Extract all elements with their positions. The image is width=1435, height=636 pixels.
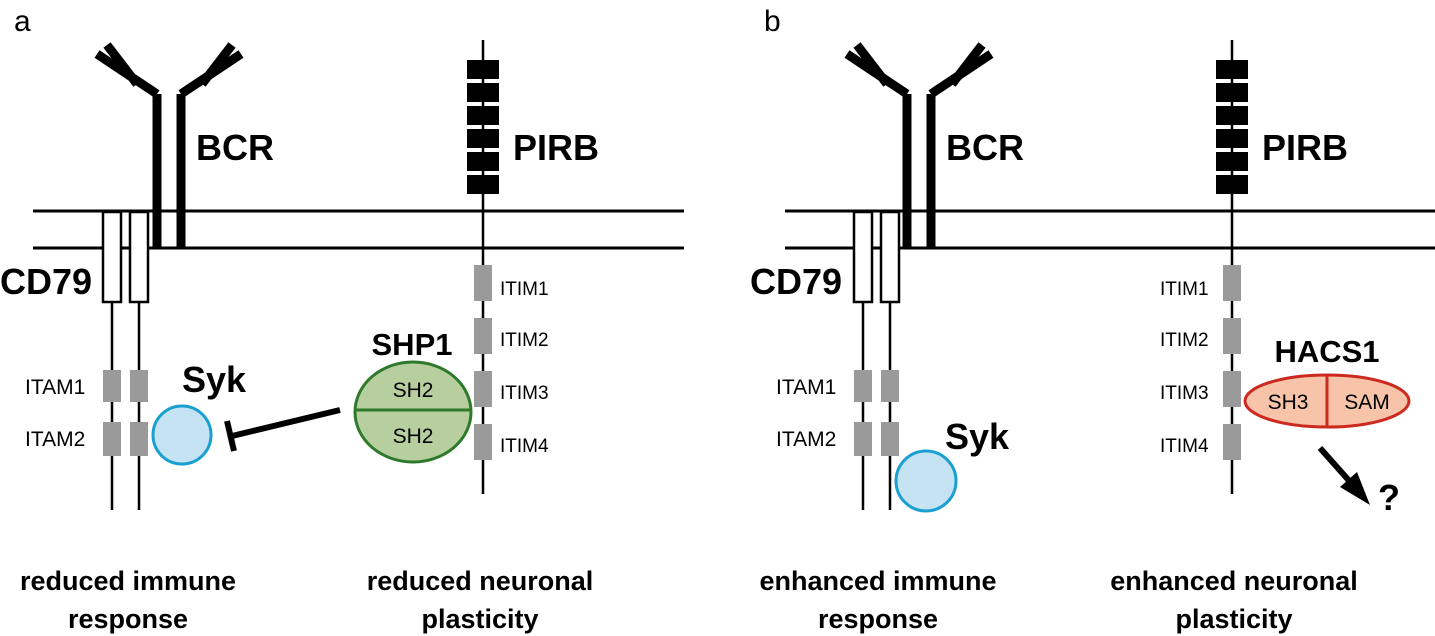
panel-a-shp1: [353, 360, 473, 464]
panel-b-outcome-right-line2: plasticity: [1175, 604, 1292, 634]
panel-b-outcome-left-line1: enhanced immune: [759, 566, 996, 596]
panel-a-itim1-label: ITIM1: [500, 279, 549, 300]
panel-b-hacs1-label: HACS1: [1274, 334, 1379, 369]
panel-a-letter: a: [14, 5, 31, 38]
panel-a-outcome-left-line2: response: [68, 604, 188, 634]
panel-b-bcr-label: BCR: [946, 127, 1024, 168]
panel-a-itim4-label: ITIM4: [500, 436, 549, 457]
panel-a-outcome-right-line1: reduced neuronal: [367, 566, 594, 596]
panel-a-itam1-label: ITAM1: [25, 376, 85, 399]
panel-b-cd79: [852, 210, 901, 510]
panel-a-cd79-label: CD79: [0, 261, 92, 302]
panel-a-syk-circle: [151, 404, 213, 466]
panel-b-question-mark: ?: [1378, 477, 1400, 518]
panel-a-shp1-sh2-top: SH2: [393, 379, 434, 402]
panel-b-itim4-label: ITIM4: [1160, 436, 1209, 457]
panel-b-syk-label: Syk: [945, 416, 1010, 457]
panel-a-pirb-label: PIRB: [513, 127, 599, 168]
panel-b-outcome-right-line1: enhanced neuronal: [1110, 566, 1358, 596]
panel-a-bcr-antibody: [94, 42, 244, 248]
panel-b-syk-circle: [894, 449, 958, 513]
panel-b-pirb-label: PIRB: [1262, 127, 1348, 168]
panel-b-hacs1-sh3: SH3: [1268, 391, 1309, 414]
panel-a-outcome-left-line1: reduced immune: [20, 566, 236, 596]
panel-a-itim3-label: ITIM3: [500, 383, 549, 404]
panel-b-hacs1-sam: SAM: [1344, 391, 1390, 414]
panel-a-syk-label: Syk: [182, 359, 247, 400]
panel-b-hacs1: [1243, 373, 1411, 429]
panel-b-cd79-label: CD79: [750, 261, 842, 302]
panel-b-pirb: [1216, 40, 1248, 494]
panel-a-pirb: [467, 40, 499, 494]
panel-b-itam1-label: ITAM1: [776, 376, 836, 399]
panel-b-itim1-label: ITIM1: [1160, 279, 1209, 300]
panel-a-cd79: [101, 210, 150, 510]
panel-b-itim2-label: ITIM2: [1160, 330, 1209, 351]
panel-b: b BCR CD79 ITAM1 ITAM2: [750, 5, 1435, 634]
panel-a-outcome-right-line2: plasticity: [421, 604, 538, 634]
panel-a-inhibition-arrow: [224, 407, 341, 452]
panel-b-itam2-label: ITAM2: [776, 428, 836, 451]
panel-a-itim2-label: ITIM2: [500, 330, 549, 351]
panel-b-itim3-label: ITIM3: [1160, 383, 1209, 404]
panel-b-bcr-antibody: [844, 42, 994, 248]
panel-b-outcome-left-line2: response: [818, 604, 938, 634]
panel-a: a BCR CD79 ITAM1 ITAM2: [0, 5, 684, 634]
panel-a-bcr-label: BCR: [196, 127, 274, 168]
panel-a-shp1-sh2-bottom: SH2: [393, 425, 434, 448]
panel-b-letter: b: [764, 5, 781, 38]
panel-b-downstream-arrow: [1317, 446, 1370, 505]
panel-a-shp1-label: SHP1: [372, 327, 453, 362]
panel-a-itam2-label: ITAM2: [25, 428, 85, 451]
